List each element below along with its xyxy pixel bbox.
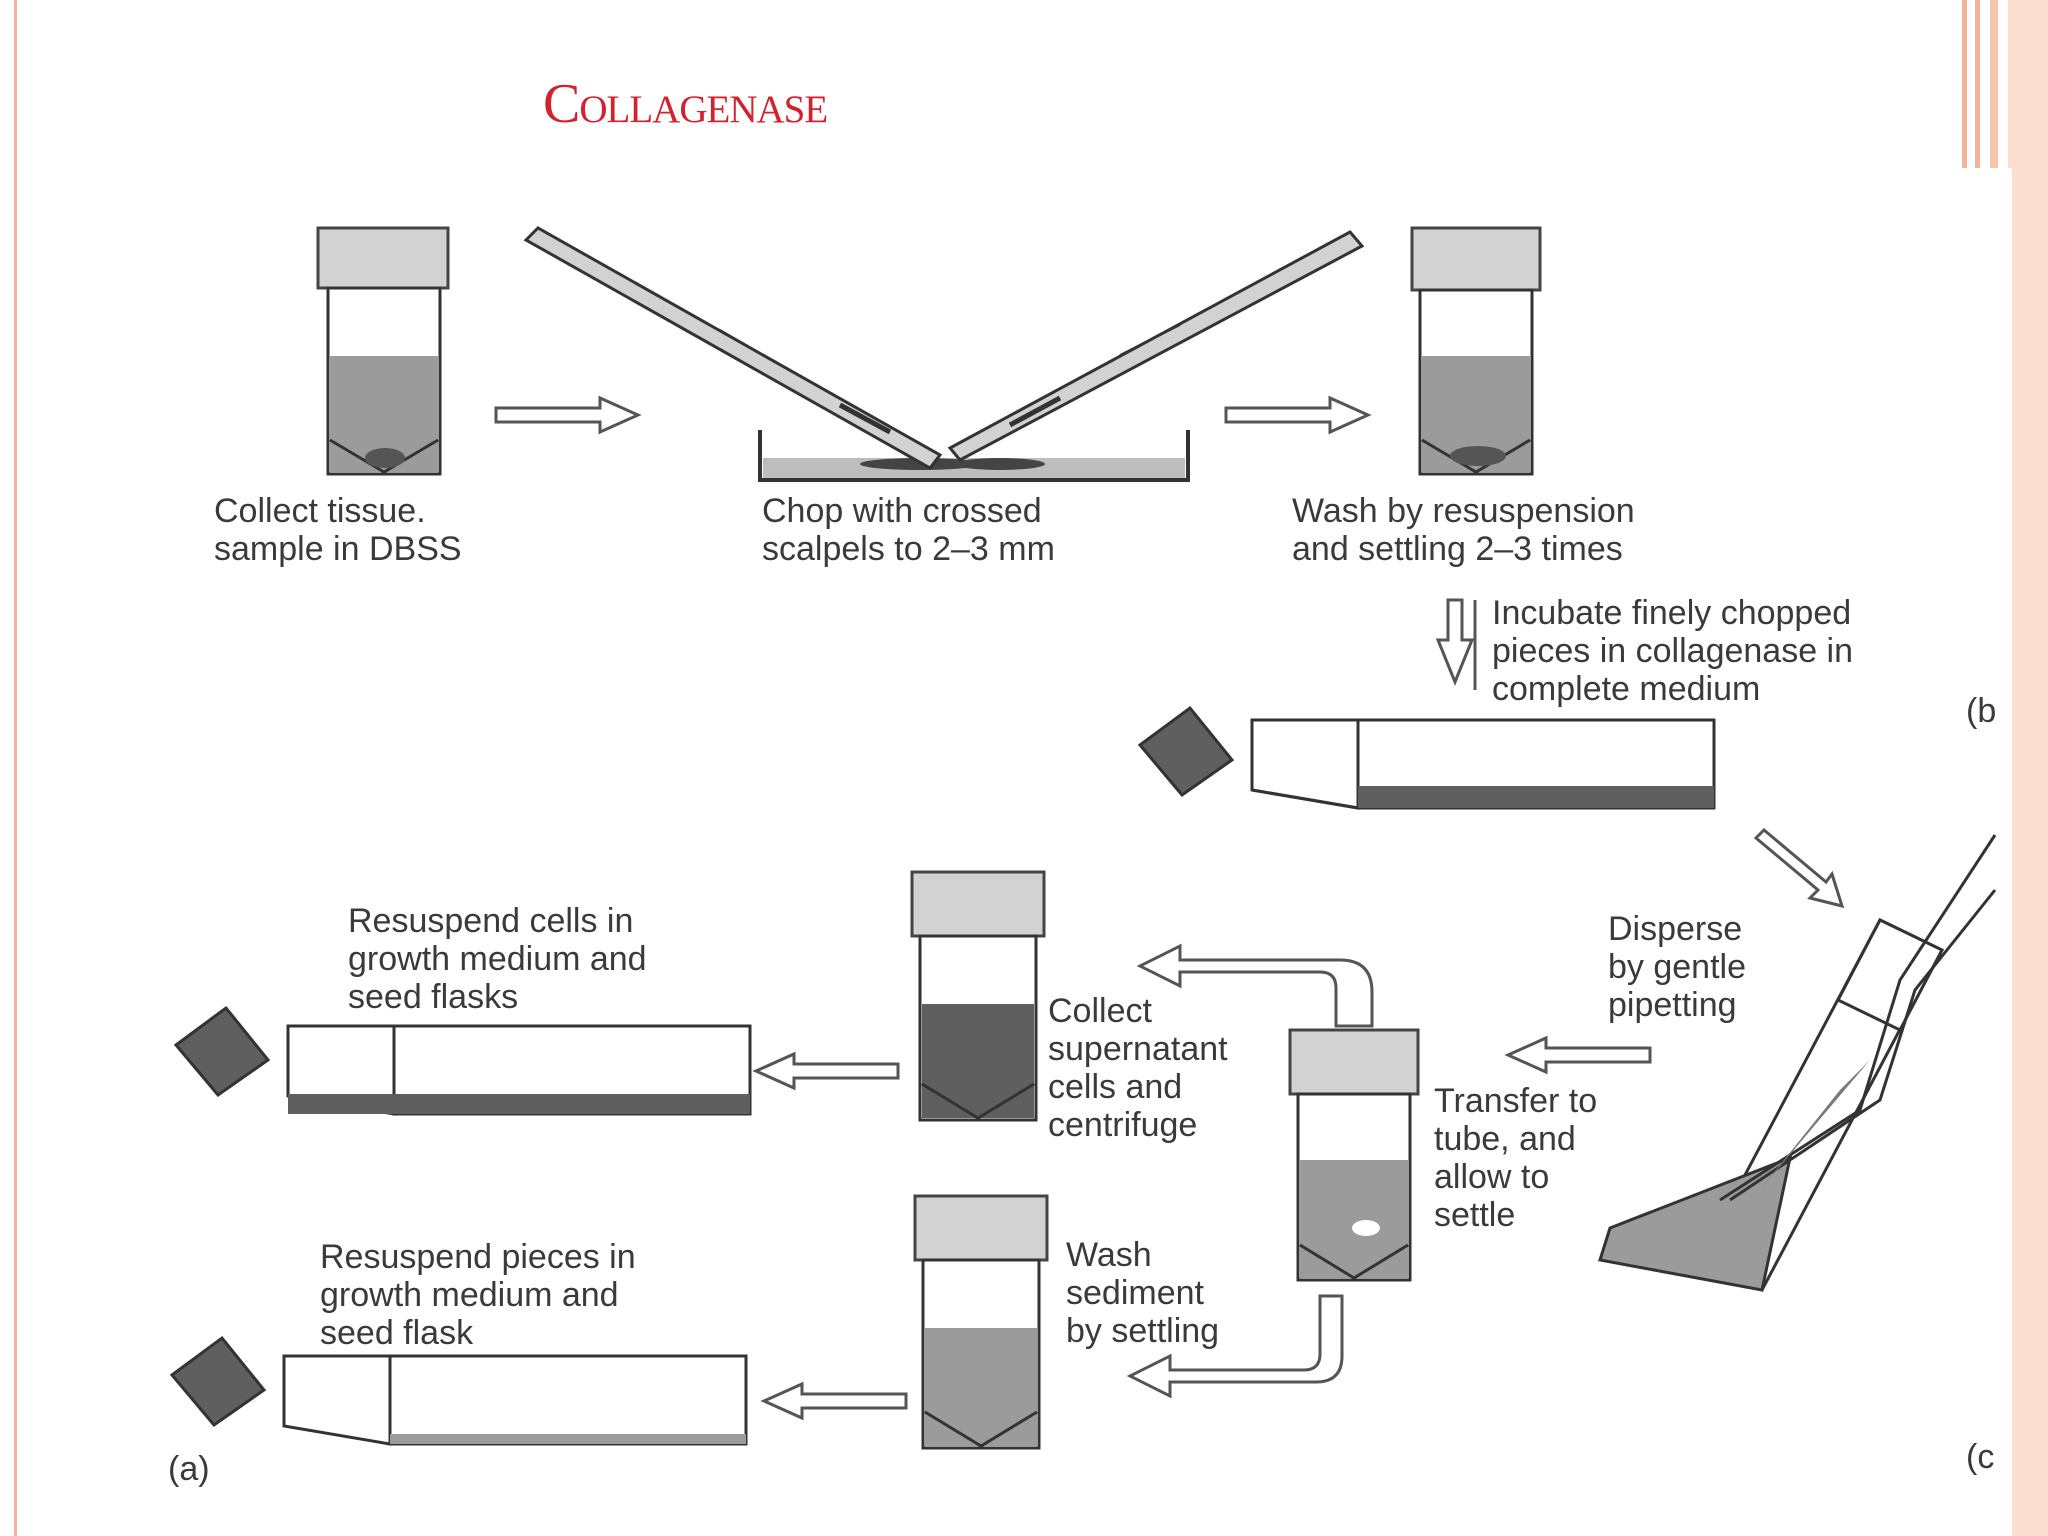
tube-settle bbox=[1288, 1028, 1420, 1282]
arrow-left-sediment bbox=[760, 1381, 908, 1421]
label-transfer: Transfer to tube, and allow to settle bbox=[1434, 1082, 1598, 1234]
arrow-right-1 bbox=[494, 395, 642, 435]
arrow-curved-down bbox=[1126, 1294, 1344, 1399]
tube-sediment bbox=[913, 1194, 1049, 1450]
arrow-down bbox=[1435, 598, 1475, 686]
frame-line-right-4 bbox=[2008, 0, 2048, 1536]
label-disperse: Disperse by gentle pipetting bbox=[1608, 910, 1746, 1024]
label-wash-sediment: Wash sediment by settling bbox=[1066, 1236, 1220, 1350]
flask-pieces bbox=[169, 1335, 748, 1446]
arrow-right-2 bbox=[1224, 395, 1372, 435]
tube-supernatant bbox=[910, 870, 1046, 1122]
label-panel-b: (b bbox=[1966, 692, 1997, 730]
label-panel-a: (a) bbox=[168, 1450, 210, 1488]
tube-collect bbox=[316, 226, 450, 476]
arrow-left-transfer bbox=[1504, 1035, 1652, 1075]
label-collect-supernatant: Collect supernatant cells and centrifuge bbox=[1048, 992, 1228, 1144]
label-resuspend-pieces: Resuspend pieces in growth medium and se… bbox=[320, 1238, 636, 1352]
arrow-curved-up bbox=[1136, 943, 1374, 1028]
flask-cells bbox=[173, 1005, 752, 1116]
scalpels-dish bbox=[523, 226, 1365, 482]
label-chop: Chop with crossed scalpels to 2–3 mm bbox=[762, 492, 1055, 568]
slide-title: Collagenase bbox=[543, 73, 828, 135]
pipette-tube bbox=[1598, 834, 1997, 1292]
label-resuspend-cells: Resuspend cells in growth medium and see… bbox=[348, 902, 647, 1016]
arrow-diagonal bbox=[1753, 827, 1845, 909]
label-wash: Wash by resuspension and settling 2–3 ti… bbox=[1292, 492, 1635, 568]
label-panel-c: (c bbox=[1966, 1438, 1995, 1476]
tube-wash bbox=[1410, 226, 1542, 476]
frame-line-left bbox=[14, 0, 17, 1536]
arrow-left-supernatant bbox=[752, 1051, 900, 1091]
label-incubate: Incubate finely chopped pieces in collag… bbox=[1492, 594, 1854, 708]
flask-incubate bbox=[1137, 705, 1716, 810]
label-collect-tissue: Collect tissue. sample in DBSS bbox=[214, 492, 462, 568]
